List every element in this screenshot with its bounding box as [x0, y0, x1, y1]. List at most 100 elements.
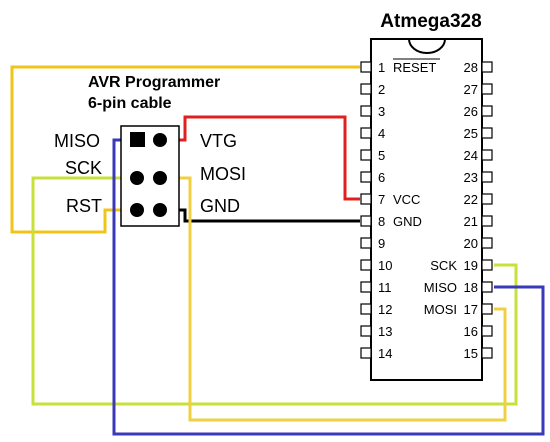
chip-pin-25: 25: [464, 126, 493, 141]
chip-pin-1-name: RESET: [393, 60, 436, 75]
header-label-rst: RST: [66, 196, 102, 216]
header-pin-4: [153, 171, 167, 185]
chip-pin-23-number: 23: [464, 170, 478, 185]
header-pin-1-square: [130, 132, 145, 147]
chip-pin-10: 10: [360, 258, 392, 273]
wire-sck: [31, 176, 518, 406]
programmer-title-line2: 6-pin cable: [88, 95, 172, 112]
chip-pin-18-number: 18: [464, 280, 478, 295]
chip-pin-19-number: 19: [464, 258, 478, 273]
chip-pin-13-number: 13: [378, 324, 392, 339]
chip-pin-6: 6: [360, 170, 385, 185]
chip-pin-17-name: MOSI: [424, 302, 457, 317]
chip-pin-13: 13: [360, 324, 392, 339]
chip-pin-22-pad: [481, 193, 493, 205]
chip-pin-20: 20: [464, 236, 493, 251]
chip-pin-25-number: 25: [464, 126, 478, 141]
chip-pin-21-pad: [481, 215, 493, 227]
chip-pin-28-number: 28: [464, 60, 478, 75]
chip-title: Atmega328: [380, 11, 481, 32]
chip-pin-6-number: 6: [378, 170, 385, 185]
chip-pin-3: 3: [360, 104, 385, 119]
chip-pin-5-pad: [360, 149, 372, 161]
chip-pin-12: 12: [360, 302, 392, 317]
chip-pin-27: 27: [464, 82, 493, 97]
chip-pin-1-pad: [360, 61, 372, 73]
chip-pin-15: 15: [464, 346, 493, 361]
header-body: [120, 125, 180, 227]
chip-pin-26-number: 26: [464, 104, 478, 119]
chip-pin-14-pad: [360, 347, 372, 359]
chip-pin-21: 21: [464, 214, 493, 229]
header-label-gnd: GND: [200, 196, 240, 216]
chip-pin-6-pad: [360, 171, 372, 183]
chip-pin-8-name: GND: [393, 214, 422, 229]
header-label-sck: SCK: [65, 158, 102, 178]
wire-vcc: [161, 115, 360, 201]
chip-pin-5: 5: [360, 148, 385, 163]
chip-pin-24-number: 24: [464, 148, 478, 163]
chip-pin-16-number: 16: [464, 324, 478, 339]
chip-pin-27-pad: [481, 83, 493, 95]
chip-pin-15-pad: [481, 347, 493, 359]
chip-pin-9-number: 9: [378, 236, 385, 251]
chip-pin-22: 22: [464, 192, 493, 207]
wire-miso: [112, 138, 545, 436]
chip-pin-16-pad: [481, 325, 493, 337]
chip-pin-25-pad: [481, 127, 493, 139]
chip-pin-24-pad: [481, 149, 493, 161]
chip-pin-11-pad: [360, 281, 372, 293]
chip-pin-8: 8 GND: [360, 214, 422, 229]
chip-pin-23-pad: [481, 171, 493, 183]
programmer-title-line1: AVR Programmer: [88, 74, 220, 91]
chip-pin-27-number: 27: [464, 82, 478, 97]
chip-pin-23: 23: [464, 170, 493, 185]
chip-pin-7-pad: [360, 193, 372, 205]
chip-pin-11-number: 11: [378, 280, 392, 295]
chip-pin-2: 2: [360, 82, 385, 97]
chip-pin-19-pad: [481, 259, 493, 271]
chip-pin-4-number: 4: [378, 126, 385, 141]
chip-pin-7-name: VCC: [393, 192, 420, 207]
wire-mosi: [161, 176, 507, 422]
chip-pin-21-number: 21: [464, 214, 478, 229]
header-label-mosi: MOSI: [200, 164, 246, 184]
chip-pin-19: 19 SCK: [430, 258, 493, 273]
chip-pin-5-number: 5: [378, 148, 385, 163]
chip-pin-22-number: 22: [464, 192, 478, 207]
chip-pin-4: 4: [360, 126, 385, 141]
chip-pin-20-number: 20: [464, 236, 478, 251]
chip-pin-10-pad: [360, 259, 372, 271]
chip-body: [370, 38, 483, 381]
chip-pin-14-number: 14: [378, 346, 392, 361]
chip-pin-10-number: 10: [378, 258, 392, 273]
chip-pin-2-number: 2: [378, 82, 385, 97]
chip-pin-2-pad: [360, 83, 372, 95]
header-label-miso: MISO: [54, 131, 100, 151]
chip-pin-13-pad: [360, 325, 372, 337]
chip-pin-14: 14: [360, 346, 392, 361]
header-label-vtg: VTG: [200, 131, 237, 151]
chip-pin-11: 11: [360, 280, 392, 295]
chip-pin-8-pad: [360, 215, 372, 227]
chip-notch: [408, 38, 446, 54]
chip-pin-7-number: 7: [378, 192, 385, 207]
chip-pin-19-name: SCK: [430, 258, 457, 273]
chip-pin-3-pad: [360, 105, 372, 117]
chip-pin-9: 9: [360, 236, 385, 251]
chip-pin-12-number: 12: [378, 302, 392, 317]
chip-pin-8-number: 8: [378, 214, 385, 229]
header-pin-5: [130, 203, 144, 217]
chip-pin-4-pad: [360, 127, 372, 139]
programmer-header: [120, 125, 180, 227]
chip-pin-26: 26: [464, 104, 493, 119]
wire-reset: [10, 65, 360, 234]
chip-pin-9-pad: [360, 237, 372, 249]
chip-pin-16: 16: [464, 324, 493, 339]
